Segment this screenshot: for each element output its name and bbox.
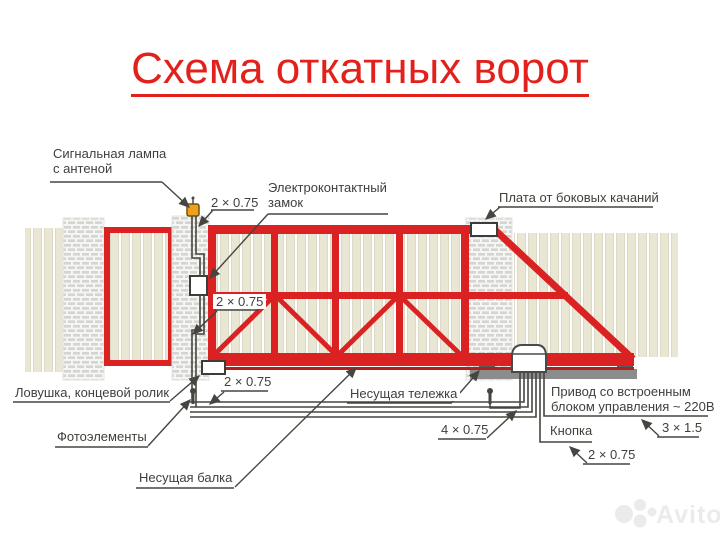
label-lock-line2: замок <box>268 195 304 210</box>
avito-logo-icon <box>615 499 657 528</box>
label-lock: Электроконтактный замок <box>268 180 387 210</box>
label-drive: Привод со встроенным блоком управления ~… <box>551 384 715 414</box>
electro-lock-box <box>189 275 208 296</box>
label-signal-lamp-line1: Сигнальная лампа <box>53 146 167 161</box>
label-carriage: Несущая тележка <box>347 386 461 401</box>
label-wire-power: 3 × 1.5 <box>662 420 703 435</box>
label-signal-lamp: Сигнальная лампа с антеной <box>53 146 166 176</box>
label-wire-photo: 4 × 0.75 <box>441 422 489 437</box>
gate-tail <box>491 226 636 362</box>
label-signal-lamp-line2: с антеной <box>53 161 113 176</box>
fence-left <box>25 228 68 372</box>
label-wire-bottom-left: 2 × 0.75 <box>224 374 272 389</box>
label-wire-mid: 2 × 0.75 <box>213 294 267 309</box>
label-lock-line1: Электроконтактный <box>268 180 387 195</box>
drive-unit <box>511 344 547 373</box>
label-drive-line1: Привод со встроенным <box>551 384 691 399</box>
label-wire-button: 2 × 0.75 <box>588 447 636 462</box>
label-wire-top: 2 × 0.75 <box>211 195 259 210</box>
wicket-gate <box>104 227 174 366</box>
label-drive-line2: блоком управления ~ 220В <box>551 399 715 414</box>
anti-sway-plate <box>470 222 498 237</box>
trap-roller-box <box>201 360 226 375</box>
label-photocells: Фотоэлементы <box>57 429 147 444</box>
page-title-text: Схема откатных ворот <box>131 44 589 97</box>
label-underlines <box>13 181 699 489</box>
foundation-base <box>470 369 637 379</box>
label-beam: Несущая балка <box>139 470 233 485</box>
wiring <box>190 216 708 443</box>
brick-post-left <box>62 217 105 381</box>
page-title: Схема откатных ворот <box>0 44 720 97</box>
avito-watermark-text: Avito <box>656 501 720 529</box>
label-button: Кнопка <box>550 423 593 438</box>
label-trap: Ловушка, концевой ролик <box>15 385 170 400</box>
label-plate: Плата от боковых качаний <box>499 190 659 205</box>
